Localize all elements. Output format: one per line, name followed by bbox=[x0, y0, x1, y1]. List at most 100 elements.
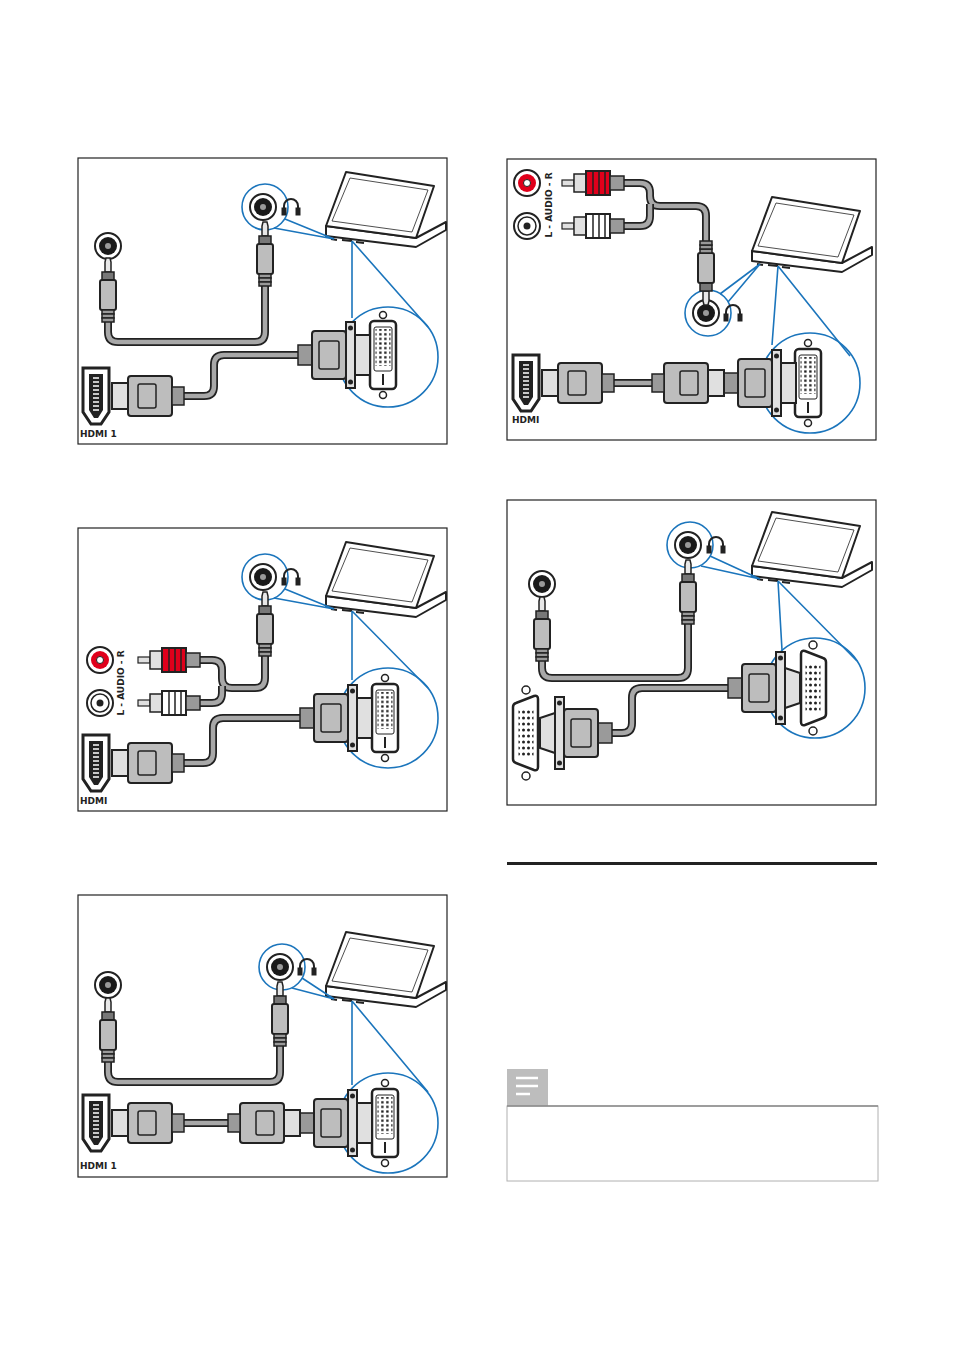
laptop bbox=[326, 172, 446, 247]
panel-vga-audio-part bbox=[529, 571, 555, 597]
panel-hdmi-dvi-audio bbox=[78, 158, 447, 444]
panel-hdmi-adapter-audio-part bbox=[372, 1080, 398, 1167]
panel-hdmi-adapter-audio-part bbox=[108, 1046, 280, 1082]
panel-hdmi-adapter-audio-part bbox=[78, 895, 447, 1177]
audio-port-label: L - AUDIO - R bbox=[544, 172, 555, 237]
panel-hdmi-dvi-rca-part bbox=[138, 648, 200, 672]
panel-hdmi-adapter-rca-part bbox=[542, 363, 614, 403]
panel-vga-audio-part bbox=[534, 597, 550, 661]
panel-hdmi-adapter-rca-part bbox=[624, 183, 706, 241]
panel-hdmi-adapter-rca-part bbox=[720, 264, 760, 302]
audio-port-label: L - AUDIO - R bbox=[116, 650, 127, 715]
port-label: HDMI bbox=[80, 796, 107, 807]
panel-hdmi-adapter-audio bbox=[78, 895, 447, 1177]
panel-hdmi-dvi-rca-part bbox=[184, 718, 300, 763]
panel-vga-audio-part bbox=[612, 688, 728, 733]
panel-hdmi-adapter-audio-part bbox=[100, 998, 116, 1062]
panel-hdmi-dvi-audio-part bbox=[370, 312, 396, 399]
panel-hdmi-dvi-rca-part bbox=[112, 743, 184, 783]
panel-hdmi-dvi-rca-part bbox=[184, 718, 300, 763]
note-box bbox=[507, 1069, 878, 1181]
panel-hdmi-adapter-audio-part bbox=[352, 1001, 428, 1092]
panel-hdmi-adapter-audio-part bbox=[298, 959, 316, 975]
panel-hdmi-dvi-rca bbox=[78, 528, 447, 811]
panel-vga-audio-part bbox=[701, 556, 760, 579]
panel-hdmi-dvi-rca-part bbox=[200, 686, 222, 703]
port-label: HDMI 1 bbox=[80, 1161, 117, 1172]
panel-hdmi-adapter-audio-part bbox=[95, 972, 121, 998]
panel-hdmi-adapter-rca-part bbox=[507, 159, 876, 440]
panel-hdmi-adapter-audio-part bbox=[292, 978, 334, 999]
panel-vga-audio-part bbox=[542, 624, 688, 678]
panel-hdmi-dvi-audio-part bbox=[298, 322, 370, 388]
note-box-part bbox=[507, 1106, 878, 1181]
panel-hdmi-adapter-audio-part bbox=[272, 982, 288, 1046]
panel-hdmi-dvi-audio-part bbox=[112, 376, 184, 416]
panel-hdmi-dvi-audio-part bbox=[83, 368, 109, 424]
port-label: HDMI 1 bbox=[80, 429, 117, 440]
panel-hdmi-dvi-rca-part bbox=[78, 528, 447, 811]
panel-hdmi-adapter-rca-part bbox=[562, 214, 624, 238]
panel-hdmi-dvi-audio-part bbox=[95, 233, 121, 259]
note-box-part bbox=[507, 1105, 878, 1107]
panel-hdmi-dvi-rca-part bbox=[352, 611, 428, 688]
panel-hdmi-adapter-rca-part bbox=[698, 241, 714, 305]
panel-hdmi-adapter-rca-part bbox=[614, 381, 652, 386]
panel-hdmi-dvi-rca-part bbox=[372, 675, 398, 762]
panel-hdmi-adapter-rca-part bbox=[795, 340, 821, 427]
panel-hdmi-adapter-rca-part bbox=[514, 170, 540, 196]
panel-hdmi-dvi-audio-part bbox=[184, 355, 298, 396]
panel-vga-audio-part bbox=[680, 560, 696, 624]
panel-hdmi-adapter-rca-part bbox=[514, 213, 540, 239]
panel-hdmi-dvi-audio-part bbox=[250, 194, 276, 220]
panel-hdmi-dvi-audio-part bbox=[257, 222, 273, 286]
panel-hdmi-dvi-rca-part bbox=[138, 691, 200, 715]
panel-hdmi-adapter-audio-part bbox=[184, 1119, 228, 1127]
note-box-part bbox=[516, 1078, 538, 1094]
panel-hdmi-dvi-rca-part bbox=[200, 656, 265, 688]
panel-hdmi-dvi-audio-part bbox=[282, 199, 300, 215]
panel-hdmi-dvi-rca-part bbox=[200, 686, 222, 703]
laptop bbox=[752, 512, 872, 587]
panel-hdmi-dvi-audio-part bbox=[100, 258, 116, 322]
panel-vga-audio-part bbox=[542, 624, 688, 678]
panel-hdmi-dvi-rca-part bbox=[200, 656, 265, 688]
panel-hdmi-adapter-rca-part bbox=[513, 355, 539, 411]
panel-hdmi-dvi-rca-part bbox=[282, 569, 300, 585]
panel-vga-audio-part bbox=[540, 697, 612, 769]
panel-hdmi-adapter-audio-part bbox=[300, 1090, 372, 1156]
panel-hdmi-dvi-audio-part bbox=[108, 286, 265, 342]
panel-hdmi-dvi-rca-part bbox=[87, 647, 113, 673]
panel-hdmi-adapter-rca bbox=[507, 159, 876, 440]
panel-hdmi-adapter-rca-part bbox=[724, 350, 796, 416]
panel-hdmi-adapter-audio-part bbox=[108, 1046, 280, 1082]
panel-hdmi-dvi-rca-part bbox=[257, 592, 273, 656]
panel-hdmi-dvi-audio-part bbox=[274, 219, 334, 239]
laptop bbox=[326, 542, 446, 617]
panel-hdmi-adapter-rca-part bbox=[624, 204, 650, 226]
panel-hdmi-adapter-audio-part bbox=[267, 954, 293, 980]
panel-hdmi-dvi-audio-part bbox=[184, 355, 298, 396]
panel-hdmi-dvi-rca-part bbox=[300, 685, 372, 751]
panel-vga-audio-part bbox=[612, 688, 728, 733]
panel-vga-audio-part bbox=[675, 532, 701, 558]
panel-hdmi-dvi-rca-part bbox=[83, 735, 109, 791]
panel-hdmi-adapter-rca-part bbox=[724, 305, 742, 321]
panel-hdmi-adapter-rca-part bbox=[624, 204, 650, 226]
panel-hdmi-adapter-audio-part bbox=[112, 1103, 184, 1143]
panel-hdmi-dvi-rca-part bbox=[250, 564, 276, 590]
laptop bbox=[752, 197, 872, 272]
panel-hdmi-adapter-audio-part bbox=[83, 1095, 109, 1151]
panel-vga-audio-part bbox=[513, 686, 538, 780]
section-rule bbox=[507, 862, 877, 865]
note-box-part bbox=[507, 1069, 548, 1106]
panel-hdmi-dvi-rca-part bbox=[87, 690, 113, 716]
panel-vga-audio-part bbox=[707, 537, 725, 553]
panel-vga-audio-part bbox=[507, 500, 876, 805]
laptop bbox=[326, 932, 446, 1007]
panel-hdmi-adapter-rca-part bbox=[652, 363, 724, 403]
panel-hdmi-adapter-rca-part bbox=[624, 183, 706, 241]
panel-vga-audio bbox=[507, 500, 876, 805]
